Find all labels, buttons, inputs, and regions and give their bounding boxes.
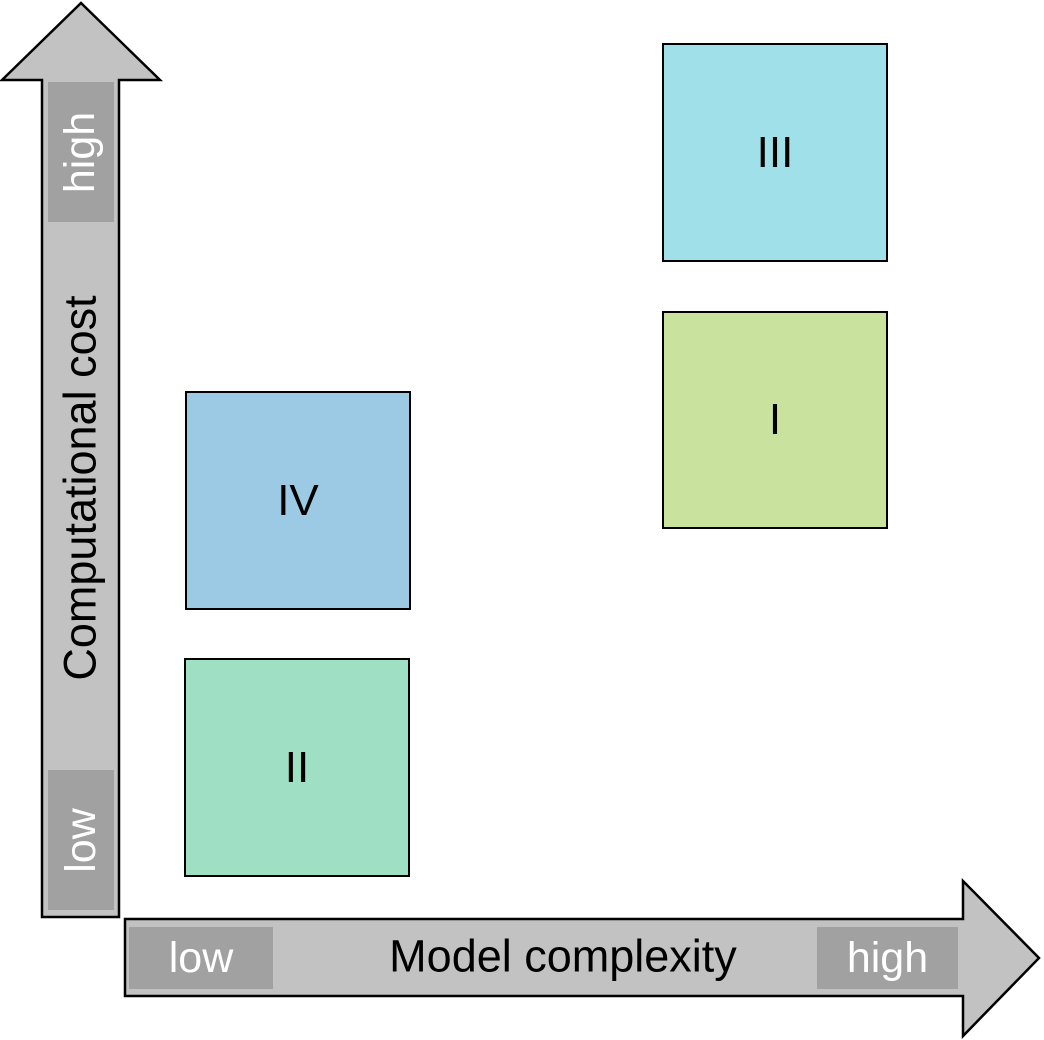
y-axis-low-tag: low (48, 770, 114, 910)
y-axis-title: Computational cost (54, 295, 106, 681)
x-axis-high-tag: high (817, 927, 958, 989)
box-iii: III (662, 43, 888, 262)
x-axis-title: Model complexity (389, 930, 737, 982)
box-iv: IV (185, 391, 411, 610)
y-axis-high-tag: high (48, 82, 114, 222)
box-ii-label: II (284, 742, 310, 792)
box-iii-label: III (756, 127, 794, 177)
x-axis-low-tag-label: low (168, 933, 234, 982)
y-axis-high-tag-label: high (56, 111, 105, 193)
box-i: I (662, 311, 888, 529)
x-axis-low-tag: low (129, 927, 273, 989)
box-iv-label: IV (277, 475, 319, 525)
y-axis-arrow (0, 1, 164, 919)
x-axis-high-tag-label: high (846, 933, 929, 982)
box-ii: II (184, 658, 410, 877)
x-axis-arrow (123, 877, 1041, 1040)
box-i-label: I (768, 395, 782, 444)
y-axis-low-tag-label: low (56, 807, 105, 873)
